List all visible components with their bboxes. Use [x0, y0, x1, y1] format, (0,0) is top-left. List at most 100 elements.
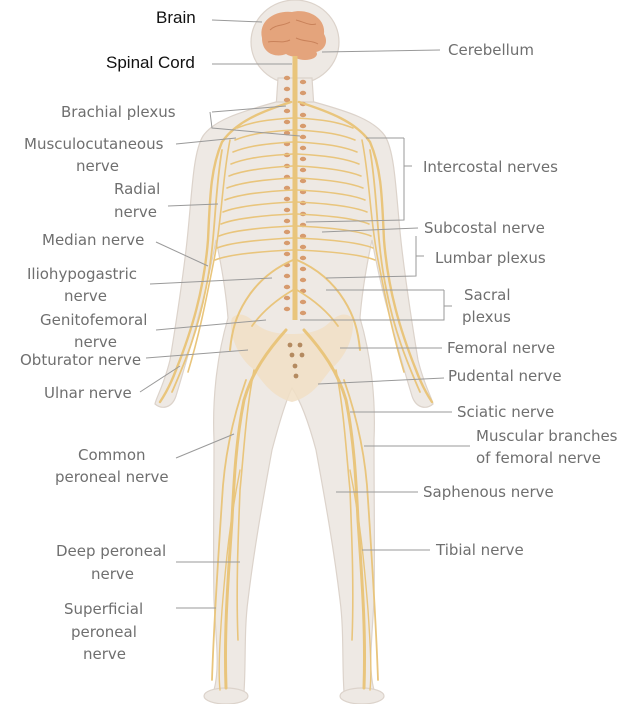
vertebra-marker: [299, 244, 307, 250]
vertebra-marker: [283, 284, 291, 290]
nerve-path: [296, 153, 360, 165]
label-muscular-branches-line2: of femoral nerve: [476, 449, 601, 467]
nerve-path: [297, 100, 434, 404]
label-tibial-nerve: Tibial nerve: [436, 541, 524, 559]
vertebra-marker: [283, 295, 291, 301]
label-superficial-peroneal-line3: nerve: [83, 645, 127, 663]
vertebrae: [283, 75, 307, 316]
nerve-path: [232, 141, 294, 153]
sacral-foramen: [293, 373, 299, 379]
label-intercostal-nerves: Intercostal nerves: [423, 158, 558, 176]
vertebra-marker: [283, 86, 291, 92]
label-sacral-plexus-line2: plexus: [462, 308, 511, 326]
label-radial-line2: nerve: [114, 203, 158, 221]
vertebra-marker: [283, 306, 291, 312]
nerve-path: [296, 177, 364, 189]
vertebra-marker: [283, 119, 291, 125]
nerve-path: [158, 100, 293, 404]
nerve-path: [296, 213, 370, 225]
nerve-path: [171, 149, 223, 393]
vertebra-marker: [299, 167, 307, 173]
brain: [261, 11, 327, 60]
label-iliohypogastric-line1: Iliohypogastric: [27, 265, 138, 283]
nerve-path: [187, 139, 231, 373]
vertebra-marker: [283, 185, 291, 191]
nerve-path: [296, 289, 339, 327]
label-sciatic-nerve: Sciatic nerve: [457, 403, 555, 421]
label-saphenous-nerve: Saphenous nerve: [423, 483, 554, 501]
vertebra-marker: [299, 299, 307, 305]
nerve-path: [220, 213, 294, 225]
label-common-peroneal-line1: Common: [78, 446, 146, 464]
nerve-path: [214, 249, 294, 261]
sacrum: [287, 342, 305, 379]
nerve-path: [361, 139, 405, 373]
vertebra-marker: [283, 130, 291, 136]
sacral-foramen: [297, 342, 303, 348]
label-median-nerve: Median nerve: [42, 231, 145, 249]
vertebra-marker: [299, 277, 307, 283]
nerve-path: [296, 117, 354, 129]
label-musculocutaneous-line1: Musculocutaneous: [24, 135, 164, 153]
nerve-path: [234, 129, 294, 141]
sacral-foramen: [289, 352, 295, 358]
nerve-path: [226, 177, 294, 189]
label-muscular-branches-line1: Muscular branches: [476, 427, 618, 445]
nerve-path: [296, 129, 356, 141]
vertebra-marker: [299, 79, 307, 85]
label-spinal-cord: Spinal Cord: [106, 53, 195, 72]
nerve-path: [222, 201, 294, 213]
vertebra-marker: [283, 251, 291, 257]
vertebra-marker: [299, 310, 307, 316]
nerve-path: [229, 259, 294, 351]
vertebra-marker: [299, 266, 307, 272]
sacral-foramen: [292, 363, 298, 369]
vertebra-marker: [283, 218, 291, 224]
label-radial-line1: Radial: [114, 180, 161, 198]
label-common-peroneal-line2: peroneal nerve: [55, 468, 169, 486]
nerve-path: [296, 225, 372, 237]
nerve-path: [224, 189, 294, 201]
nerve-path: [223, 328, 288, 690]
vertebra-marker: [283, 108, 291, 114]
nerve-path: [296, 259, 361, 351]
vertebra-marker: [299, 145, 307, 151]
label-brachial-plexus: Brachial plexus: [61, 103, 176, 121]
nerve-path: [236, 117, 294, 129]
label-superficial-peroneal-line1: Superficial: [64, 600, 144, 618]
label-cerebellum: Cerebellum: [448, 41, 534, 59]
label-iliohypogastric-line2: nerve: [64, 287, 108, 305]
vertebra-marker: [283, 229, 291, 235]
label-brain: Brain: [156, 8, 196, 27]
nerve-path: [218, 225, 294, 237]
nerve-path: [296, 141, 358, 153]
nerve-path: [302, 328, 367, 690]
label-obturator-nerve: Obturator nerve: [20, 351, 142, 369]
nerves: [158, 100, 434, 691]
label-superficial-peroneal-line2: peroneal: [71, 623, 137, 641]
sacral-foramen: [299, 352, 305, 358]
vertebra-marker: [283, 196, 291, 202]
vertebra-marker: [283, 207, 291, 213]
nerve-path: [228, 165, 294, 177]
label-subcostal-nerve: Subcostal nerve: [424, 219, 545, 237]
label-deep-peroneal-line2: nerve: [91, 565, 135, 583]
vertebra-marker: [299, 112, 307, 118]
label-genitofemoral-line1: Genitofemoral: [40, 311, 148, 329]
nerve-path: [296, 201, 368, 213]
leader-lines: [139, 19, 470, 609]
label-sacral-plexus-line1: Sacral: [464, 286, 511, 304]
vertebra-marker: [299, 178, 307, 184]
nerve-path: [230, 153, 294, 165]
vertebra-marker: [299, 90, 307, 96]
label-genitofemoral-line2: nerve: [74, 333, 118, 351]
vertebra-marker: [299, 255, 307, 261]
nerve-path: [236, 369, 255, 641]
nerve-path: [211, 379, 247, 681]
nerve-path: [296, 189, 366, 201]
vertebra-marker: [299, 156, 307, 162]
nerve-path: [218, 469, 241, 691]
sacral-foramen: [287, 342, 293, 348]
vertebra-marker: [283, 273, 291, 279]
